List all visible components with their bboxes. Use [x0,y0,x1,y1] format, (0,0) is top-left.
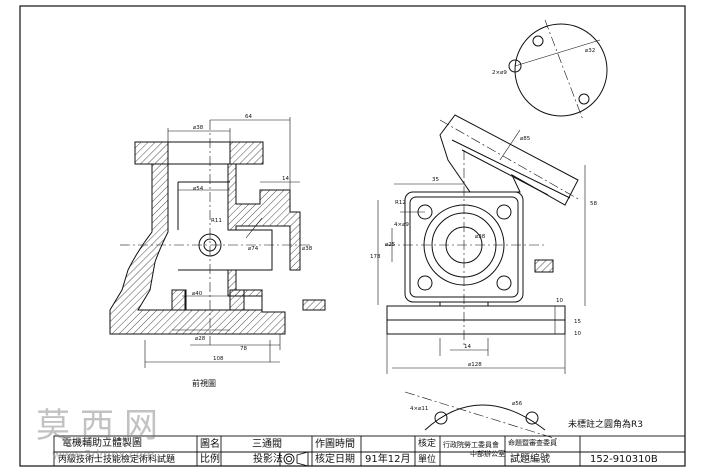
dim-label: 10 [556,298,563,304]
dim-label: 14 [464,344,471,350]
dim-label: 178 [370,254,381,260]
date-label: 核定日期 [315,454,355,465]
dim-label: 35 [432,177,439,183]
general-note: 未標註之圓角為R3 [568,418,643,430]
test-number-value: 152-910310B [590,454,658,465]
side-view [385,114,581,345]
test-number-label: 試題編號 [510,454,550,465]
office-label: 中部辦公室 [470,450,505,458]
dim-label: 58 [590,201,597,207]
dim-label: R11 [211,218,222,224]
side-view-dimensions [377,129,586,374]
dim-label: 2×⌀9 [492,70,507,76]
title-block [53,435,686,467]
dim-label: 4×⌀11 [410,406,428,412]
dim-label: ⌀32 [585,48,595,54]
dim-label: ⌀74 [248,246,259,252]
dim-label: 108 [213,356,224,362]
dim-label: 78 [240,346,247,352]
org-line-1: 電機輔助立體製圖 [62,438,142,449]
dim-label: ⌀28 [195,336,206,342]
front-view-dimensions [144,117,301,368]
dim-label: ⌀85 [520,136,531,142]
exam-committee-label: 命題暨審查委員 [508,439,557,447]
dim-label: ⌀128 [468,362,482,368]
angled-flange [439,114,579,206]
projection-label: 投影法 [253,454,283,465]
unit-label: 單位 [418,455,437,465]
time-label: 作圖時間 [315,439,355,450]
dim-label: ⌀38 [475,234,486,240]
front-view-label: 前視圖 [192,378,216,388]
watermark-url: www.3dmox.com [52,448,155,462]
check-label: 核定 [418,439,437,449]
front-view [109,120,326,345]
dim-label: 10 [574,331,581,337]
name-label: 圖名 [200,439,220,450]
name-value: 三通閥 [252,439,282,450]
watermark-logo: 莫西网 [36,406,168,446]
scale-label: 比例 [200,454,220,465]
dim-label: ⌀25 [385,242,396,248]
date-value: 91年12月 [365,454,411,465]
committee-label: 行政院勞工委員會 [443,441,499,449]
dimension-labels: ⌀38 64 ⌀54 14 R11 ⌀74 ⌀38 ⌀40 ⌀28 78 108… [192,48,597,412]
dim-label: ⌀40 [192,291,203,297]
dim-label: 64 [245,114,252,120]
dim-label: ⌀54 [193,186,204,192]
dim-label: 4×⌀9 [394,222,409,228]
dim-label: ⌀56 [512,401,523,407]
dim-label: R12 [395,200,406,206]
flange-top-view [508,19,608,121]
dim-label: ⌀38 [193,125,204,131]
dim-label: 15 [574,319,581,325]
base-bottom-view [404,391,561,441]
dim-label: ⌀38 [302,246,313,252]
org-line-2: 丙級技術士技能檢定術科試題 [58,455,176,465]
projection-symbol-icon [283,451,309,467]
dim-label: 14 [282,176,289,182]
